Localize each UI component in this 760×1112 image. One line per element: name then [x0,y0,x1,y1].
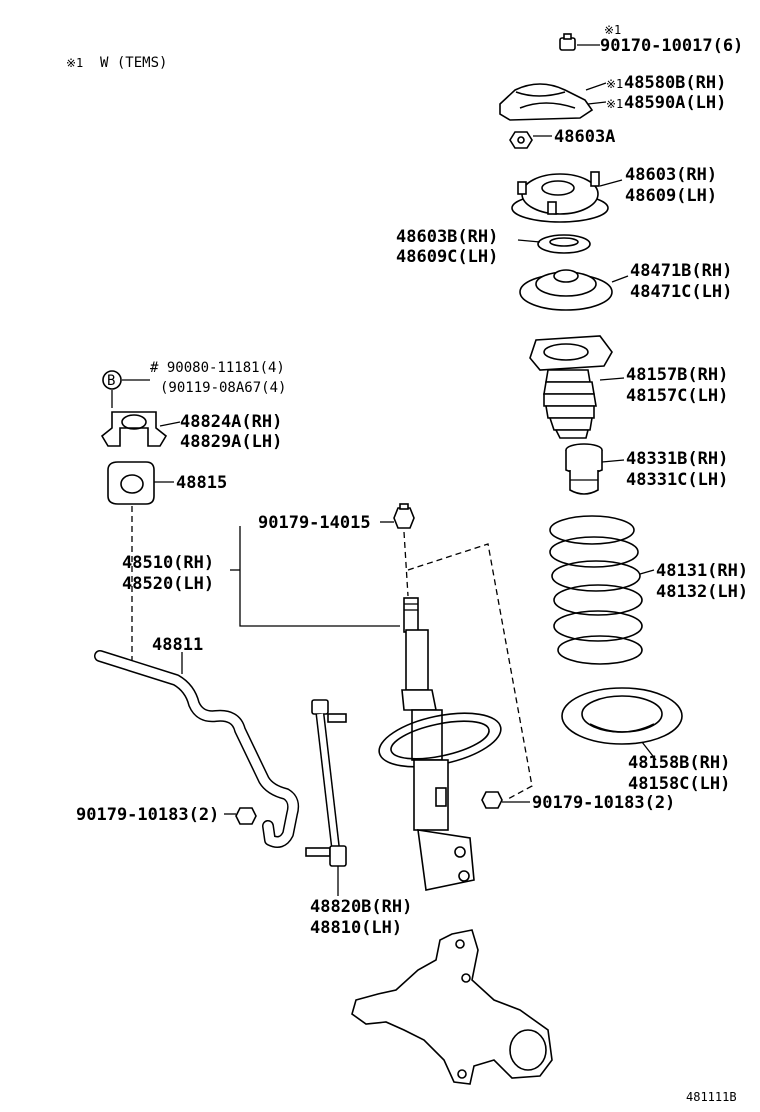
bearing-lh-label: 48609C(LH) [396,247,498,267]
spring-rh-label: 48131(RH) [656,561,748,581]
stabilizer-nut-left-icon [235,807,257,825]
note-mark: ※1 [66,56,83,70]
steering-knuckle-icon [351,929,553,1085]
strut-bolt-nut-right-icon [481,791,503,809]
bumper-lh-label: 48331C(LH) [626,470,728,490]
bolt-b-letter: B [107,373,115,389]
strut-mount-icon [511,171,609,223]
support-rh-mark: ※1 [606,77,623,91]
boot-rh-label: 48157B(RH) [626,365,728,385]
strut-top-nut-icon [393,503,415,529]
upper-nut-mark: ※1 [604,23,621,37]
strut-nut-right-label: 90179-10183(2) [532,793,675,813]
coil-spring-icon [549,515,643,665]
lower-seat-lh-label: 48158C(LH) [628,774,730,794]
bump-stopper-icon [565,443,603,495]
upper-nut-label: 90170-10017(6) [600,36,743,56]
bracket-rh-label: 48824A(RH) [180,412,282,432]
bracket-lh-label: 48829A(LH) [180,432,282,452]
shock-absorber-icon [378,597,502,891]
note-text: W (TEMS) [100,55,167,71]
stabilizer-link-icon [305,699,347,867]
support-rh-label: 48580B(RH) [624,73,726,93]
bearing-icon [537,234,591,254]
bolt-b-circle-icon [102,370,122,390]
nut-48603a-label: 48603A [554,127,615,147]
stabilizer-bar-icon [94,650,300,848]
bumper-rh-label: 48331B(RH) [626,449,728,469]
strut-rh-label: 48510(RH) [122,553,214,573]
lower-seat-rh-label: 48158B(RH) [628,753,730,773]
upper-spring-seat-icon [519,269,613,311]
support-lh-mark: ※1 [606,97,623,111]
bearing-rh-label: 48603B(RH) [396,227,498,247]
bushing-label: 48815 [176,473,227,493]
mount-lh-label: 48609(LH) [625,186,717,206]
support-lh-label: 48590A(LH) [624,93,726,113]
nut-48603a-icon [509,131,533,149]
stabilizer-label: 48811 [152,635,203,655]
stabilizer-bracket-icon [100,411,168,447]
figure-id: 481111B [686,1090,737,1104]
top-nut-label: 90179-14015 [258,513,371,533]
link-lh-label: 48810(LH) [310,918,402,938]
strut-lh-label: 48520(LH) [122,574,214,594]
spring-lh-label: 48132(LH) [656,582,748,602]
upper-nut-icon [559,33,576,51]
boot-lh-label: 48157C(LH) [626,386,728,406]
mount-rh-label: 48603(RH) [625,165,717,185]
link-rh-label: 48820B(RH) [310,897,412,917]
bolt-b-label-1: # 90080-11181(4) [150,360,285,376]
strut-support-cover-icon [499,83,594,121]
upper-seat-lh-label: 48471C(LH) [630,282,732,302]
lower-spring-seat-icon [561,687,683,745]
upper-seat-rh-label: 48471B(RH) [630,261,732,281]
stab-nut-left-label: 90179-10183(2) [76,805,219,825]
stabilizer-bushing-icon [107,461,155,505]
bolt-b-label-2: (90119-08A67(4) [160,380,286,396]
dust-boot-icon [529,335,613,439]
